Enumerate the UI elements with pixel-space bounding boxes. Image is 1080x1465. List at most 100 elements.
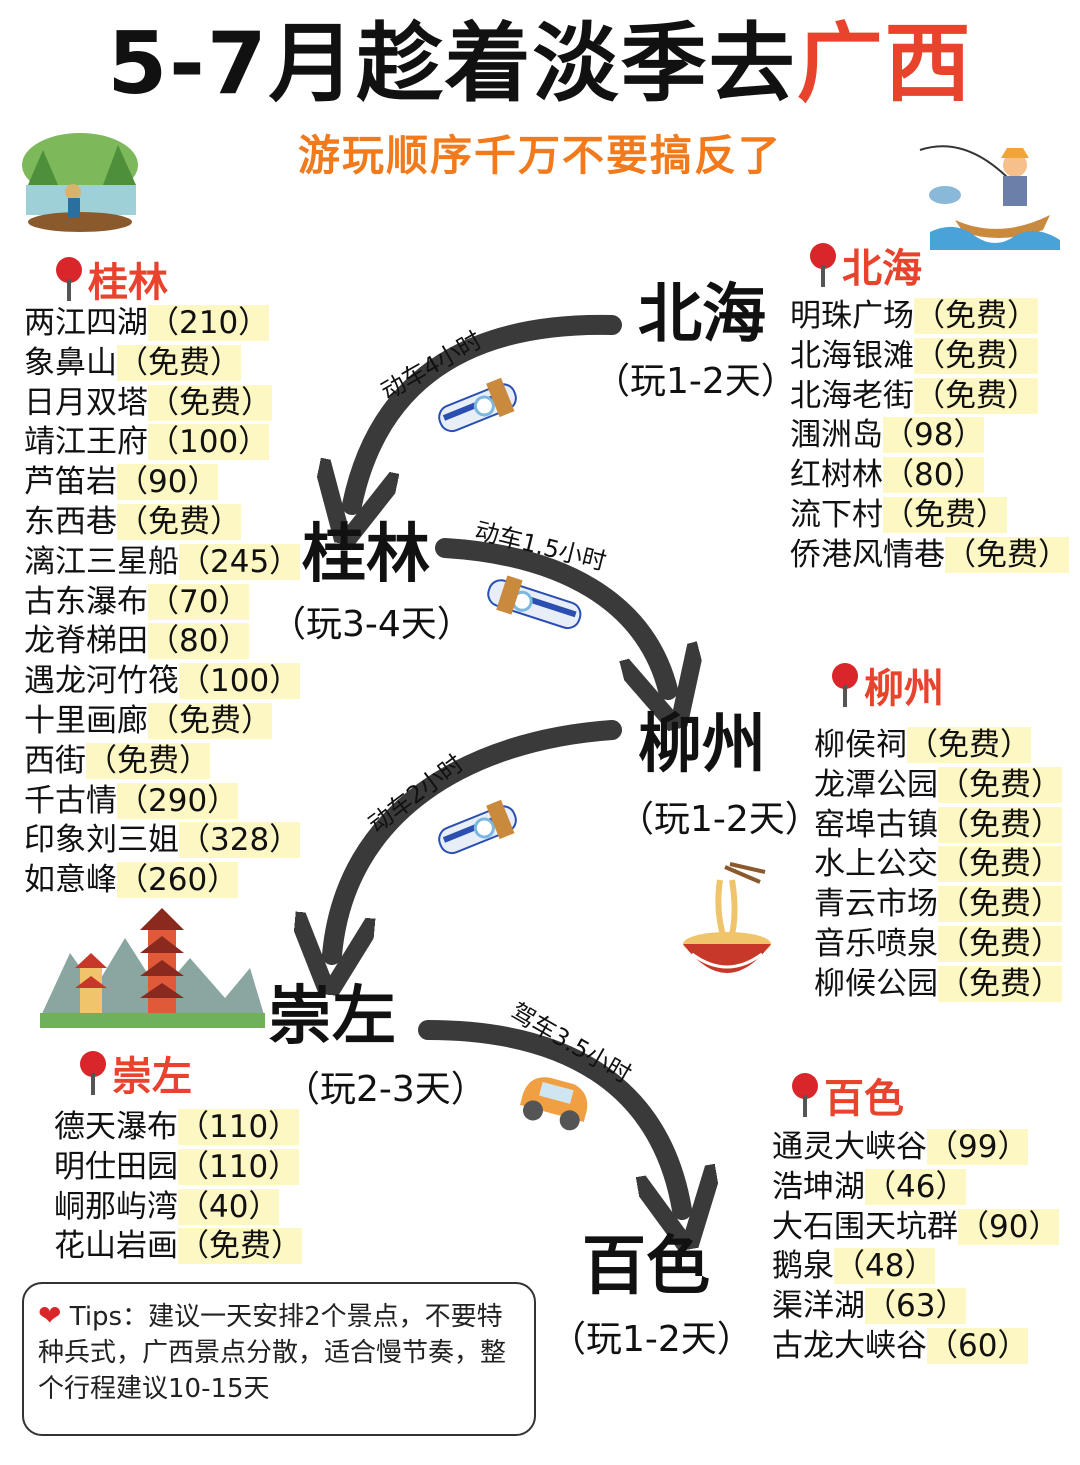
attraction-name: 鹅泉	[772, 1248, 834, 1285]
attraction-item: 窑埠古镇（免费）	[814, 806, 1062, 846]
attraction-item: 芦笛岩（90）	[24, 463, 300, 503]
attraction-item: 十里画廊（免费）	[24, 702, 300, 742]
guilin-attraction-list: 两江四湖（210）象鼻山（免费）日月双塔（免费）靖江王府（100）芦笛岩（90）…	[24, 304, 301, 901]
attraction-price: （110）	[178, 1109, 300, 1145]
guilin-scenery-icon	[22, 133, 138, 232]
attraction-price: （63）	[865, 1288, 967, 1325]
attraction-price: （80）	[883, 457, 985, 494]
attraction-price: （48）	[834, 1248, 936, 1285]
attraction-price: （260）	[117, 862, 239, 899]
title-prefix: 5-7月趁着淡季去	[107, 14, 797, 114]
train-icon	[438, 377, 517, 433]
attraction-item: 遇龙河竹筏（100）	[24, 662, 301, 702]
attraction-name: 龙潭公园	[814, 766, 938, 803]
fisherman-icon	[919, 145, 1060, 250]
attraction-item: 涠洲岛（98）	[790, 416, 1069, 456]
attraction-price: （免费）	[86, 742, 210, 779]
attraction-price: （80）	[148, 623, 250, 660]
attraction-name: 日月双塔	[24, 384, 148, 421]
beihai-heading-text: 北海	[842, 246, 922, 292]
attraction-price: （免费）	[914, 298, 1038, 334]
attraction-item: 德天瀑布（110）	[54, 1108, 302, 1148]
attraction-price: （免费）	[938, 886, 1062, 923]
attraction-item: 龙潭公园（免费）	[814, 766, 1062, 806]
attraction-price: （90）	[117, 464, 219, 501]
attraction-name: 东西巷	[24, 503, 117, 540]
car-icon	[519, 1077, 588, 1131]
attraction-price: （免费）	[938, 766, 1062, 803]
attraction-price: （免费）	[945, 536, 1069, 573]
arrow-guilin-liuzhou	[435, 538, 668, 690]
attraction-price: （免费）	[938, 846, 1062, 883]
attraction-price: （46）	[865, 1168, 967, 1205]
attraction-name: 流下村	[790, 496, 883, 533]
attraction-price: （免费）	[938, 965, 1062, 1002]
attraction-item: 鹅泉（48）	[772, 1247, 1059, 1287]
attraction-name: 渠洋湖	[772, 1288, 865, 1325]
attraction-item: 渠洋湖（63）	[772, 1287, 1059, 1327]
attraction-name: 大石围天坑群	[772, 1208, 958, 1245]
attraction-price: （99）	[927, 1129, 1029, 1165]
attraction-name: 西街	[24, 742, 86, 779]
attraction-price: （免费）	[938, 806, 1062, 843]
attraction-price: （70）	[148, 583, 250, 620]
attraction-item: 柳候公园（免费）	[814, 965, 1062, 1005]
attraction-name: 象鼻山	[24, 344, 117, 381]
attraction-name: 古龙大峡谷	[772, 1327, 927, 1364]
attraction-name: 十里画廊	[24, 702, 148, 739]
attraction-name: 遇龙河竹筏	[24, 663, 179, 700]
attraction-item: 漓江三星船（245）	[24, 543, 301, 583]
attraction-name: 明仕田园	[54, 1148, 178, 1185]
attraction-item: 北海老街（免费）	[790, 377, 1069, 417]
attraction-item: 侨港风情巷（免费）	[790, 536, 1069, 576]
attraction-price: （210）	[148, 305, 270, 341]
attraction-price: （免费）	[914, 337, 1038, 374]
attraction-price: （60）	[927, 1327, 1029, 1364]
city-chongzuo-days: （玩2-3天）	[284, 1069, 487, 1110]
attraction-name: 芦笛岩	[24, 464, 117, 501]
chongzuo-attraction-list: 德天瀑布（110）明仕田园（110）峒那屿湾（40）花山岩画（免费）	[54, 1108, 302, 1267]
attraction-name: 古东瀑布	[24, 583, 148, 620]
arrow-liuzhou-chongzuo	[332, 720, 622, 955]
arrow-beihai-guilin	[352, 314, 622, 505]
attraction-price: （110）	[178, 1148, 300, 1185]
liuzhou-heading-text: 柳州	[864, 666, 944, 712]
chongzuo-heading-text: 崇左	[112, 1054, 192, 1100]
attraction-name: 明珠广场	[790, 298, 914, 334]
attraction-price: （免费）	[117, 503, 241, 540]
attraction-item: 大石围天坑群（90）	[772, 1208, 1060, 1248]
arrow-chongzuo-baise	[418, 1020, 682, 1210]
attraction-item: 东西巷（免费）	[24, 503, 300, 543]
attraction-name: 千古情	[24, 782, 117, 819]
city-beihai-days: （玩1-2天）	[594, 361, 797, 402]
attraction-price: （免费）	[178, 1228, 302, 1265]
attraction-item: 峒那屿湾（40）	[54, 1188, 302, 1228]
title-highlight: 广西	[796, 14, 973, 114]
attraction-item: 古东瀑布（70）	[24, 583, 300, 623]
attraction-item: 印象刘三姐（328）	[24, 821, 301, 861]
attraction-item: 千古情（290）	[24, 782, 300, 822]
attraction-item: 音乐喷泉（免费）	[814, 925, 1062, 965]
attraction-name: 如意峰	[24, 862, 117, 899]
attraction-price: （免费）	[883, 496, 1007, 533]
attraction-name: 印象刘三姐	[24, 822, 179, 859]
attraction-price: （290）	[117, 782, 239, 819]
attraction-price: （40）	[178, 1188, 280, 1225]
location-pin-icon	[810, 243, 836, 287]
location-pin-icon	[80, 1051, 106, 1095]
attraction-name: 柳候公园	[814, 965, 938, 1002]
liuzhou-heading: 柳州	[832, 656, 944, 714]
attraction-item: 明仕田园（110）	[54, 1148, 302, 1188]
attraction-item: 水上公交（免费）	[814, 845, 1062, 885]
attraction-item: 柳侯祠（免费）	[814, 726, 1062, 766]
attraction-name: 窑埠古镇	[814, 806, 938, 843]
train-icon	[438, 799, 517, 855]
beihai-heading: 北海	[810, 236, 922, 294]
attraction-item: 靖江王府（100）	[24, 423, 300, 463]
page-title: 5-7月趁着淡季去广西	[0, 14, 1080, 114]
attraction-item: 流下村（免费）	[790, 496, 1069, 536]
attraction-name: 青云市场	[814, 886, 938, 923]
attraction-price: （328）	[179, 822, 301, 859]
city-baise: 百色	[582, 1230, 710, 1304]
